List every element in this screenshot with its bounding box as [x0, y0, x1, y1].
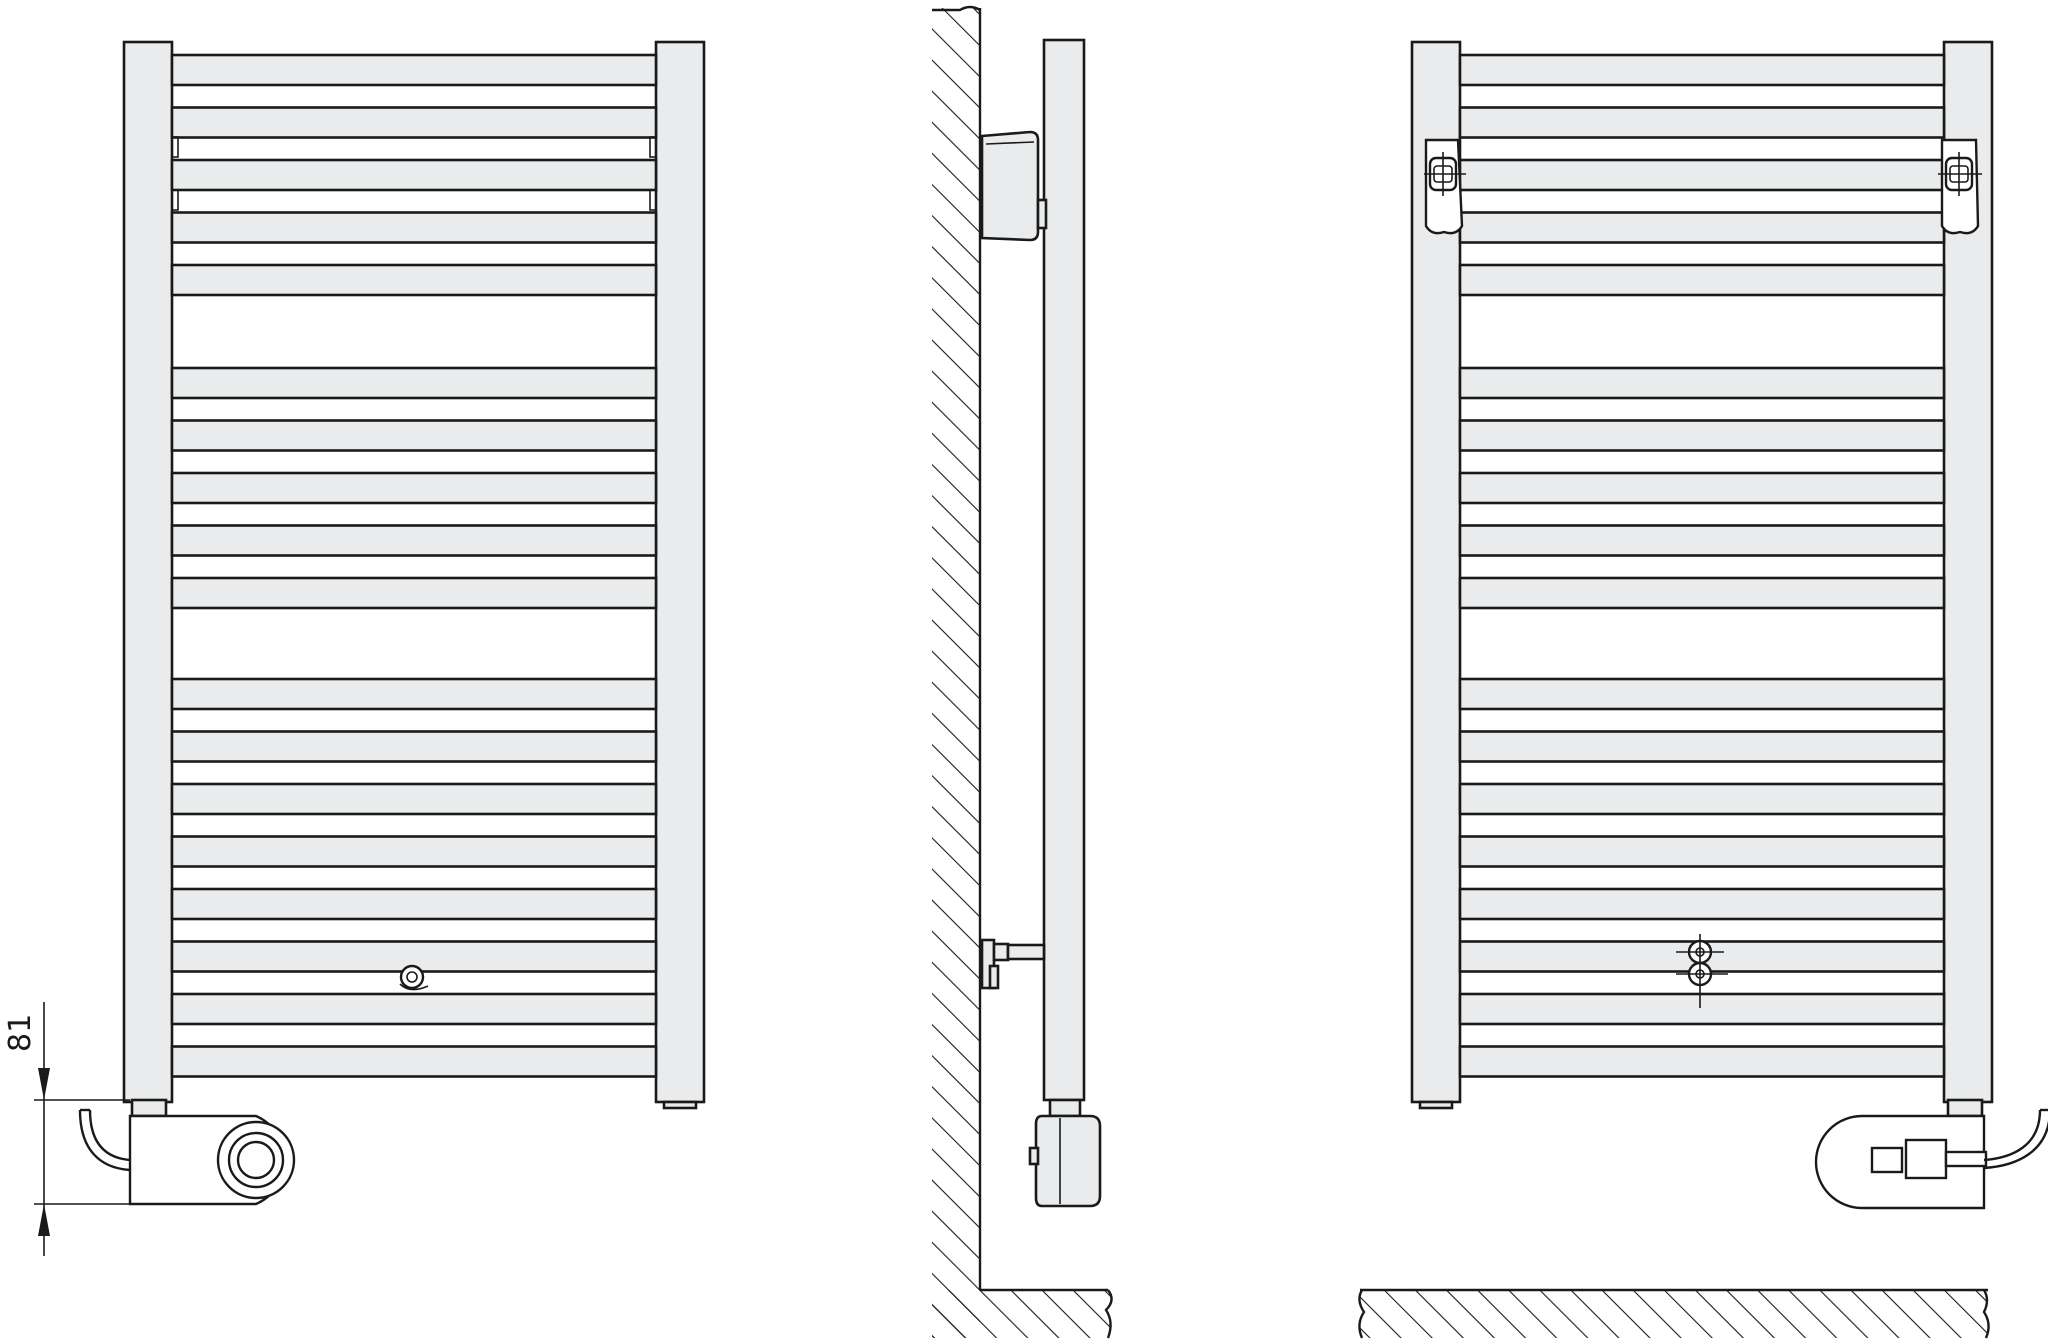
rear-mount-right-icon: [1938, 138, 1982, 235]
side-top-bracket: [980, 130, 1048, 242]
rear-crossbar: [1458, 106, 1946, 139]
rear-crossbar: [1458, 1045, 1946, 1078]
front-crossbar: [170, 992, 658, 1026]
front-crossbar: [170, 158, 658, 192]
front-crossbar: [170, 1045, 658, 1078]
front-crossbar: [170, 471, 658, 505]
front-crossbar: [170, 730, 658, 763]
rear-bars: [1458, 53, 1946, 1078]
rear-crossbar: [1458, 677, 1946, 711]
rear-crossbar: [1458, 211, 1946, 244]
rear-crossbar: [1458, 419, 1946, 452]
rear-crossbar: [1458, 992, 1946, 1026]
front-bracket-left: [171, 136, 179, 158]
rear-crossbar: [1458, 158, 1946, 192]
rear-heating-element: [1814, 1098, 2048, 1210]
front-crossbar: [170, 106, 658, 139]
rear-crossbar: [1458, 263, 1946, 297]
front-crossbar: [170, 211, 658, 244]
side-bottom-bracket: [980, 938, 1046, 990]
rear-crossbar: [1458, 524, 1946, 557]
front-bleed-valve-icon: [399, 964, 429, 991]
rear-crossbar: [1458, 835, 1946, 868]
rear-mount-left-icon: [1424, 138, 1466, 235]
front-view: 81: [3, 40, 706, 1256]
side-floor-hatch: [932, 1290, 1110, 1338]
rear-crossbar: [1458, 887, 1946, 921]
front-left-upright: [122, 40, 174, 1104]
rear-crossbar: [1458, 366, 1946, 400]
side-upright: [1042, 38, 1086, 1102]
side-view: [932, 5, 1113, 1339]
front-crossbar: [170, 576, 658, 610]
rear-crossbar: [1458, 782, 1946, 816]
front-crossbar: [170, 677, 658, 711]
side-wall-hatch: [932, 8, 980, 1338]
front-crossbar: [170, 419, 658, 452]
front-crossbar: [170, 782, 658, 816]
rear-center-fixing-icon: [1676, 934, 1728, 1008]
front-bracket-right-2: [649, 189, 657, 211]
front-crossbar: [170, 887, 658, 921]
front-crossbar: [170, 835, 658, 868]
rear-floor-hatch: [1360, 1290, 1988, 1338]
front-crossbar: [170, 263, 658, 297]
front-bracket-right: [649, 136, 657, 158]
front-crossbar: [170, 524, 658, 557]
rear-crossbar: [1458, 576, 1946, 610]
rear-crossbar: [1458, 53, 1946, 87]
front-crossbar: [170, 53, 658, 87]
rear-crossbar: [1458, 471, 1946, 505]
front-bars: [170, 53, 658, 1078]
dimension-81: 81: [3, 1002, 130, 1256]
front-bracket-left-2: [171, 189, 179, 211]
rear-crossbar: [1458, 730, 1946, 763]
front-right-cap: [662, 1100, 698, 1110]
front-heating-element: [78, 1098, 296, 1206]
side-heating-element: [1028, 1098, 1102, 1208]
front-crossbar: [170, 366, 658, 400]
front-right-upright: [654, 40, 706, 1104]
rear-view: [1358, 40, 2048, 1339]
dimension-label: 81: [3, 1014, 38, 1052]
rear-left-cap: [1418, 1100, 1454, 1110]
